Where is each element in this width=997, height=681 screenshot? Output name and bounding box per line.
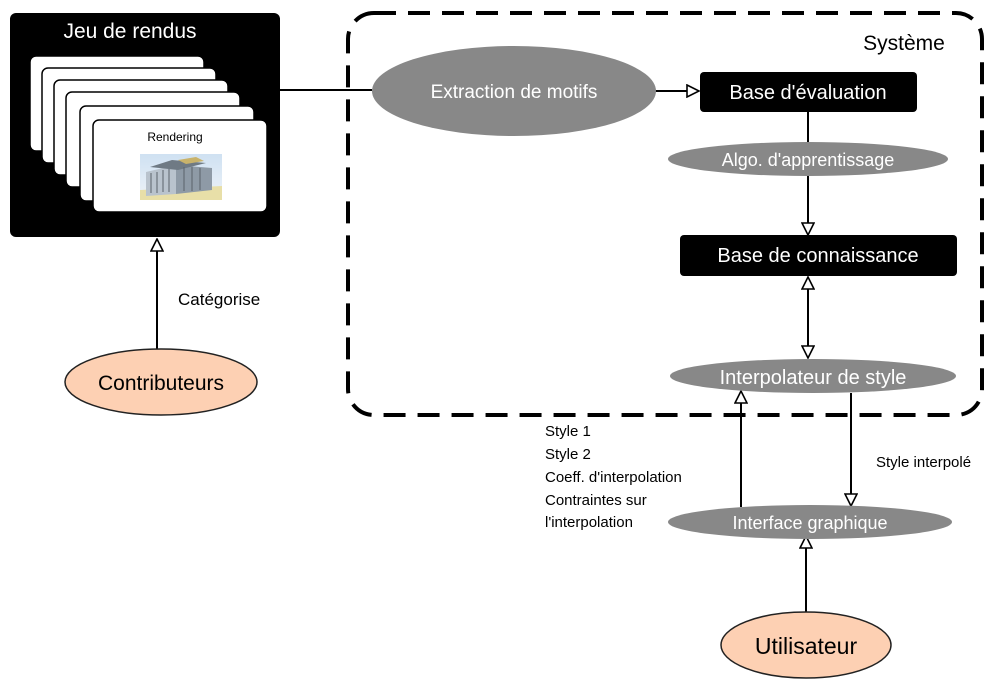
node-interpolator: Interpolateur de style bbox=[670, 359, 956, 393]
render-set-title: Jeu de rendus bbox=[63, 20, 196, 43]
render-card-label: Rendering bbox=[147, 130, 202, 144]
system-title: Système bbox=[863, 32, 945, 55]
actor-user: Utilisateur bbox=[720, 611, 892, 679]
node-knowledge-label: Base de connaissance bbox=[717, 245, 918, 267]
actor-contributors: Contributeurs bbox=[64, 348, 258, 416]
connectors bbox=[157, 90, 851, 612]
edge-label-output: Style interpolé bbox=[876, 454, 971, 471]
node-gui-label: Interface graphique bbox=[732, 513, 887, 533]
input-line: Coeff. d'interpolation bbox=[545, 469, 682, 486]
node-extraction: Extraction de motifs bbox=[372, 46, 656, 136]
node-gui: Interface graphique bbox=[668, 505, 952, 539]
input-line: Contraintes sur bbox=[545, 492, 647, 509]
node-eval-base-label: Base d'évaluation bbox=[729, 82, 886, 104]
node-interpolator-label: Interpolateur de style bbox=[720, 367, 907, 389]
render-card-stack bbox=[29, 55, 268, 213]
edge-label-categorize: Catégorise bbox=[178, 290, 260, 309]
node-extraction-label: Extraction de motifs bbox=[431, 82, 598, 103]
node-learning-label: Algo. d'apprentissage bbox=[722, 150, 895, 170]
building-thumbnail bbox=[140, 154, 222, 200]
edge-label-inputs: Style 1 Style 2 Coeff. d'interpolation C… bbox=[545, 423, 682, 531]
input-line: Style 2 bbox=[545, 446, 591, 463]
node-knowledge: Base de connaissance bbox=[680, 235, 957, 276]
actor-user-label: Utilisateur bbox=[755, 633, 858, 659]
actor-contributors-label: Contributeurs bbox=[98, 372, 224, 395]
node-eval-base: Base d'évaluation bbox=[700, 72, 917, 112]
input-line: Style 1 bbox=[545, 423, 591, 440]
input-line: l'interpolation bbox=[545, 514, 633, 531]
node-learning: Algo. d'apprentissage bbox=[668, 142, 948, 176]
render-set-panel: Jeu de rendus Rendering bbox=[10, 13, 280, 237]
system-boundary bbox=[346, 11, 984, 417]
